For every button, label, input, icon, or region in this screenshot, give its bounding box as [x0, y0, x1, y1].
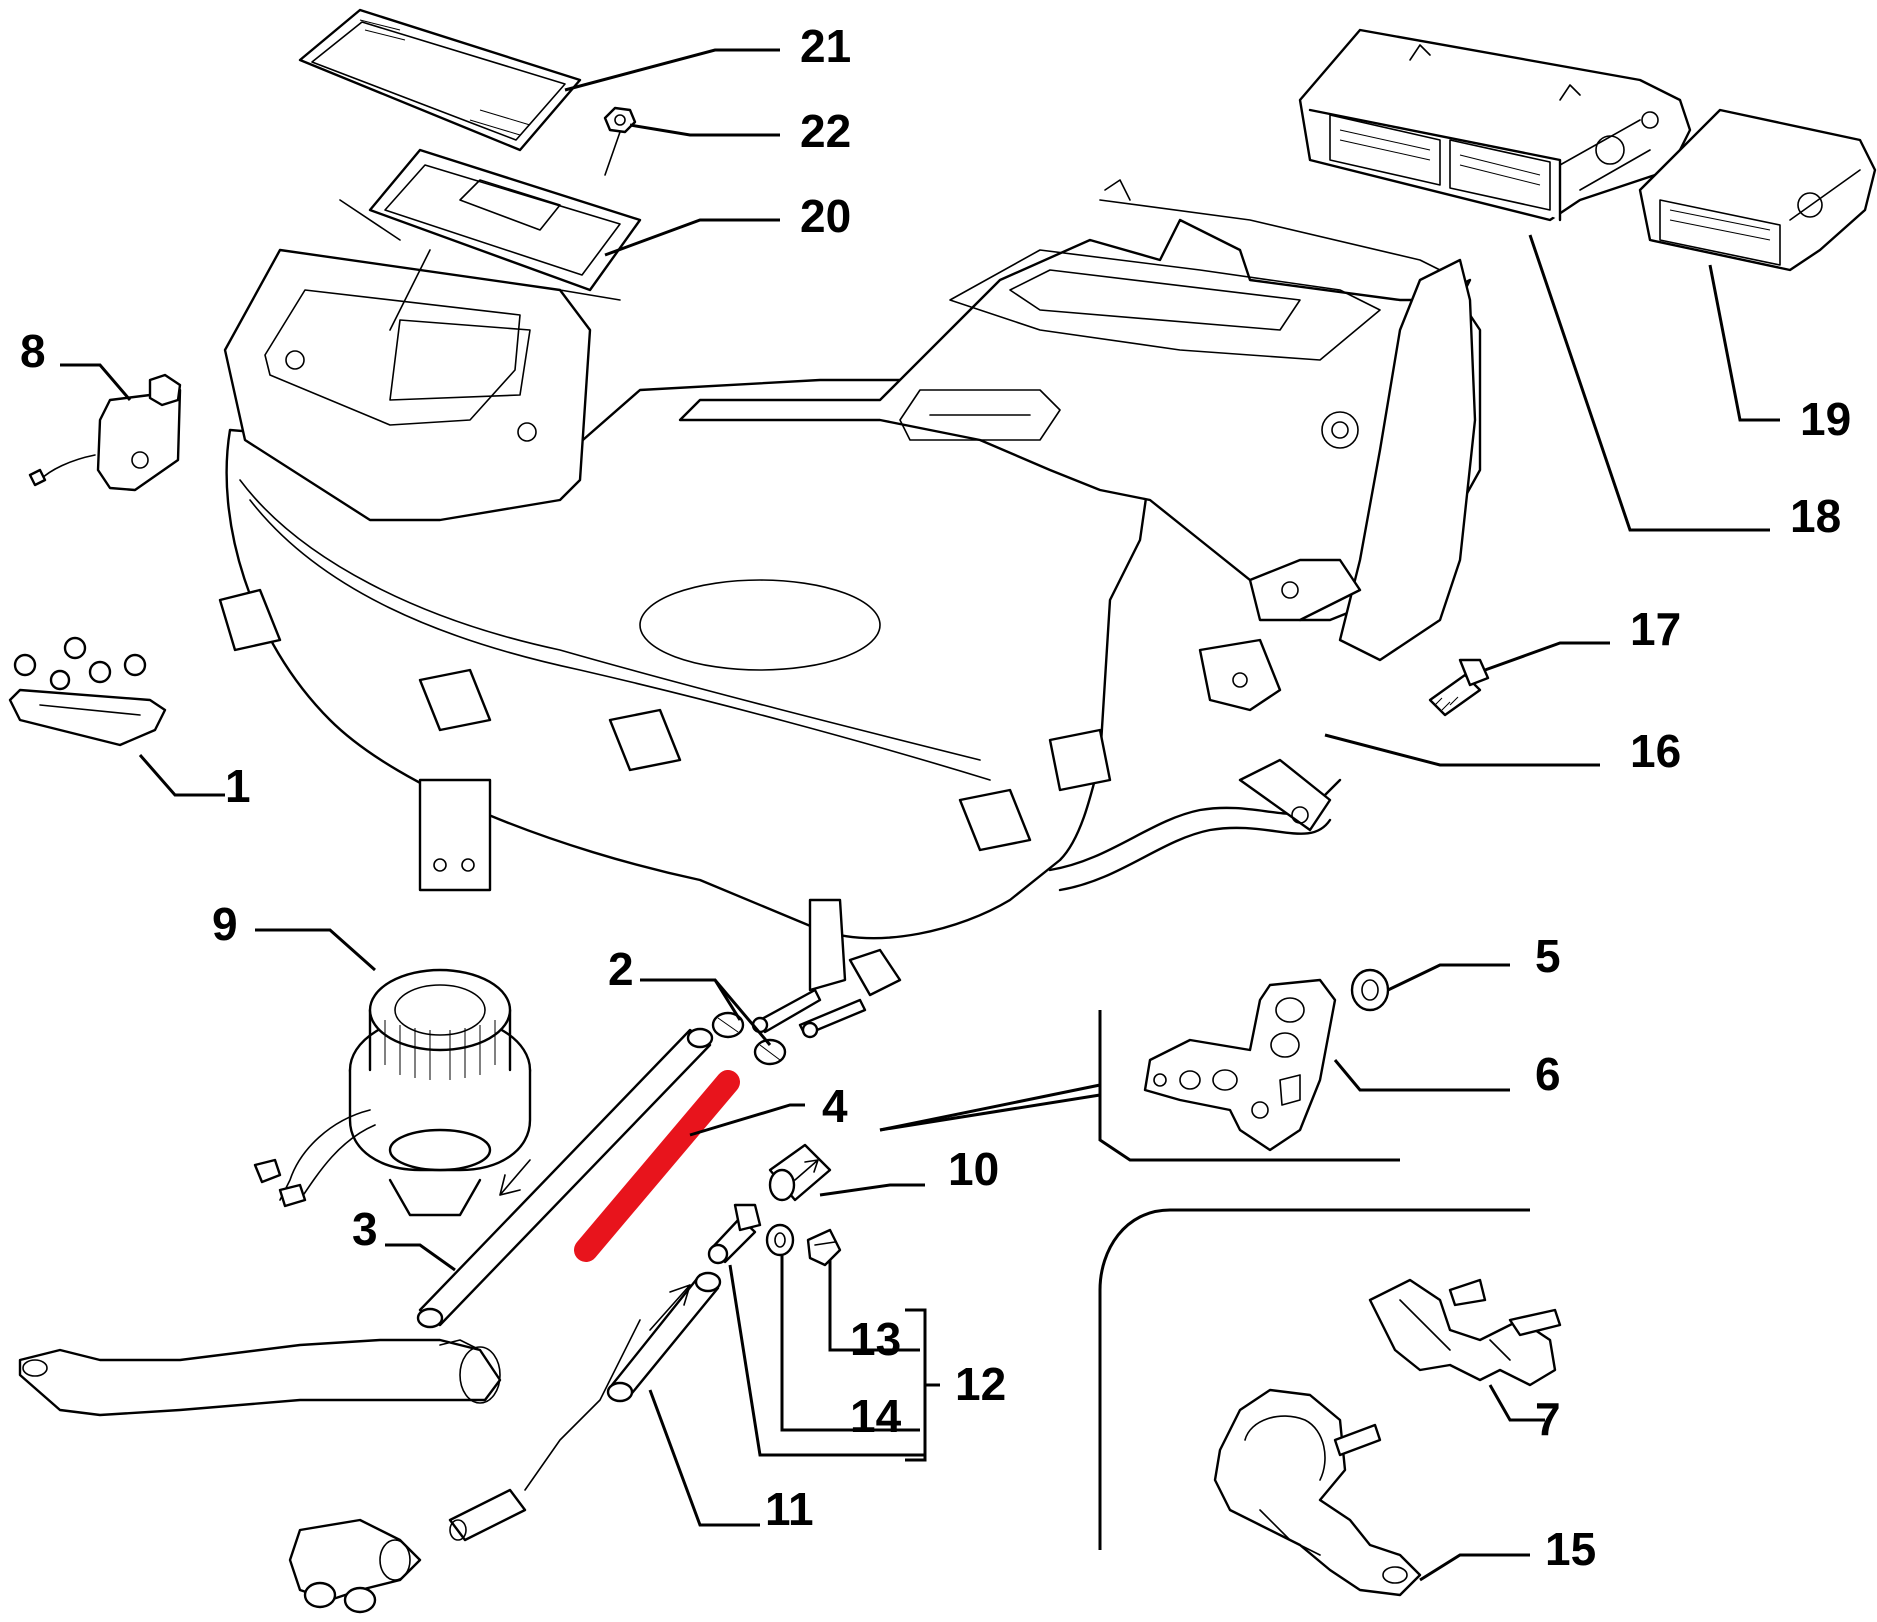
callout-9: 9: [212, 898, 238, 950]
callout-4: 4: [822, 1080, 848, 1132]
callout-15: 15: [1545, 1523, 1596, 1575]
callout-21: 21: [800, 20, 851, 72]
callout-12: 12: [955, 1358, 1006, 1410]
callout-6: 6: [1535, 1048, 1561, 1100]
hose-part-3: [416, 1027, 714, 1329]
screw-part-14: [707, 1203, 762, 1265]
double-vent-part-18: [1298, 28, 1692, 222]
callout-13: 13: [850, 1313, 901, 1365]
grommet-part-5: [1350, 968, 1390, 1012]
leader-lines: [60, 48, 1780, 1582]
flange-plate-part-6: [1143, 978, 1337, 1152]
callout-18: 18: [1790, 490, 1841, 542]
clip-part-13: [806, 1228, 842, 1267]
callout-11: 11: [765, 1483, 814, 1535]
callout-3: 3: [352, 1203, 378, 1255]
callout-17: 17: [1630, 603, 1681, 655]
filter-cover-part-21: [298, 8, 582, 152]
callout-22: 22: [800, 105, 851, 157]
callout-5: 5: [1535, 930, 1561, 982]
hose-part-11: [606, 1271, 722, 1403]
single-vent-part-19: [1638, 108, 1877, 272]
callout-7: 7: [1535, 1393, 1561, 1445]
callout-14: 14: [850, 1390, 902, 1442]
nut-part-22: [603, 106, 637, 176]
callout-labels: 21 22 20 8 1 9 2 3 4 10 13 12 14 11 5 6 …: [20, 20, 1851, 1575]
blower-motor-part-9: [253, 968, 532, 1217]
filter-frame-part-20: [339, 148, 642, 331]
callout-2: 2: [608, 943, 634, 995]
callout-16: 16: [1630, 725, 1681, 777]
washer-part-14: [765, 1223, 795, 1257]
callout-10: 10: [948, 1143, 999, 1195]
bracket-part-7: [1368, 1278, 1562, 1387]
coolant-pipe: [18, 1319, 641, 1614]
callout-8: 8: [20, 325, 46, 377]
connector-part-10: [768, 1143, 832, 1202]
clamp-part-2: [711, 988, 867, 1066]
hose-part-4: [574, 1070, 740, 1262]
actuator-part-8: [28, 373, 182, 492]
strap-bracket-part-15: [1213, 1388, 1422, 1597]
heater-housing-part: [218, 179, 1482, 997]
callout-20: 20: [800, 190, 851, 242]
callout-1: 1: [225, 760, 251, 812]
resistor-part-1: [8, 636, 167, 747]
screw-part-17: [1428, 658, 1490, 717]
callout-19: 19: [1800, 393, 1851, 445]
